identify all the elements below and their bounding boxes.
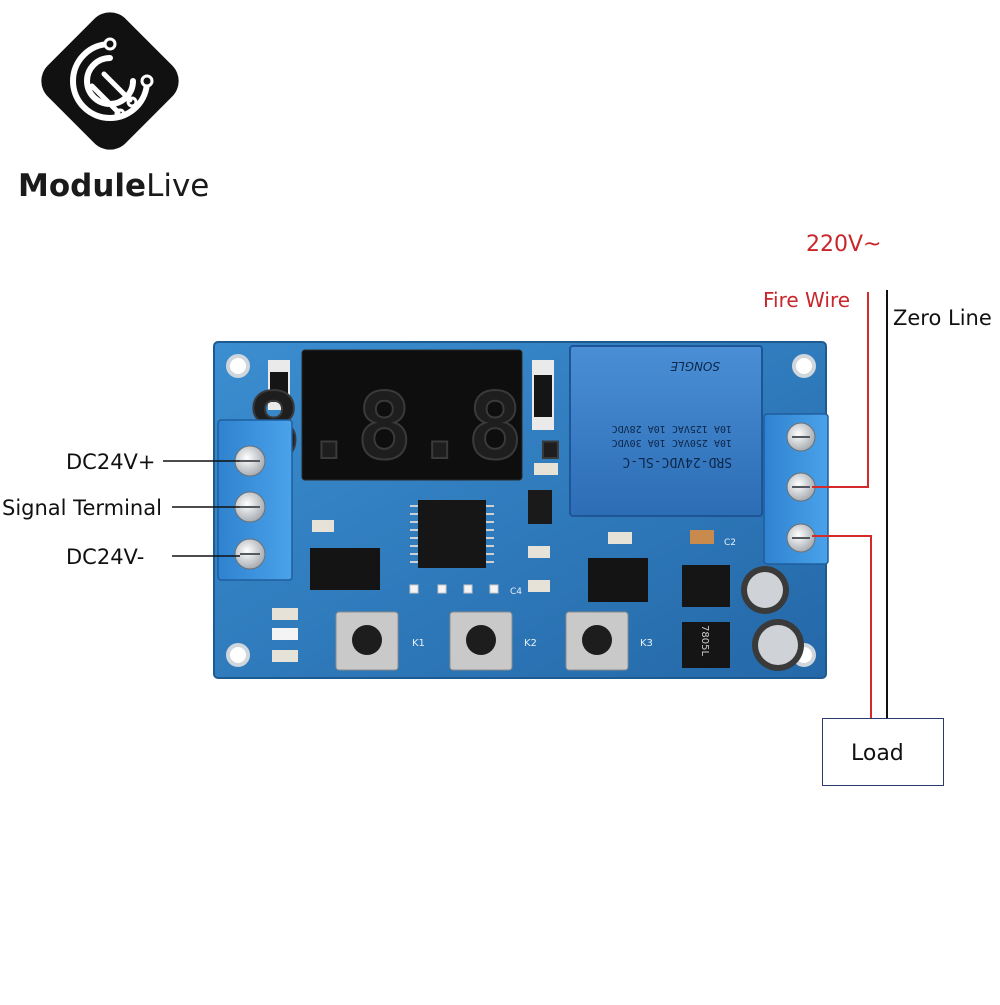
capacitors (741, 566, 804, 671)
microcontroller-chip (410, 500, 494, 568)
relay-module-board: 8.8.8. SRD-24VDC-SL-C 10A 250VAC 10A 30V… (213, 341, 829, 679)
brand-name: ModuleLive (18, 168, 209, 204)
relay-rating-2: 10A 125VAC 10A 28VDC (612, 423, 732, 434)
label-zero-line: Zero Line (893, 306, 992, 330)
button-k3-label: K3 (640, 638, 653, 649)
label-dc24v-minus: DC24V- (66, 545, 145, 569)
relay-model: SRD-24VDC-SL-C (622, 454, 732, 469)
seven-segment-display: 8.8.8. (245, 349, 579, 481)
fire-wire-path (812, 292, 869, 488)
button-k1-label: K1 (412, 638, 425, 649)
silk-regulator: 7805L (699, 625, 710, 656)
button-k1: K1 (335, 611, 425, 671)
display-digits: 8.8.8. (246, 373, 578, 480)
silk-c2: C2 (724, 538, 736, 548)
module-live-logo (41, 12, 179, 150)
load-wire-path (812, 535, 872, 718)
button-k3: K3 (565, 611, 653, 671)
left-leader-lines (163, 460, 240, 557)
relay: SRD-24VDC-SL-C 10A 250VAC 10A 30VDC 10A … (569, 345, 763, 517)
label-dc24v-plus: DC24V+ (66, 450, 156, 474)
push-buttons: K1 K2 K3 (335, 611, 653, 671)
brand-part-2: Live (146, 168, 210, 204)
relay-rating-1: 10A 250VAC 10A 30VDC (612, 437, 732, 448)
label-fire-wire: Fire Wire (763, 288, 851, 312)
relay-brand: SONGLE (670, 359, 720, 373)
label-signal-terminal: Signal Terminal (2, 496, 162, 520)
button-k2-label: K2 (524, 638, 537, 649)
button-k2: K2 (449, 611, 537, 671)
silk-c4: C4 (510, 587, 522, 597)
label-220v: 220V~ (806, 232, 882, 257)
brand-part-1: Module (18, 168, 147, 204)
load-box (822, 718, 944, 786)
input-terminal-block (217, 419, 293, 581)
label-load: Load (851, 741, 904, 766)
relay-terminal-block (763, 413, 829, 565)
